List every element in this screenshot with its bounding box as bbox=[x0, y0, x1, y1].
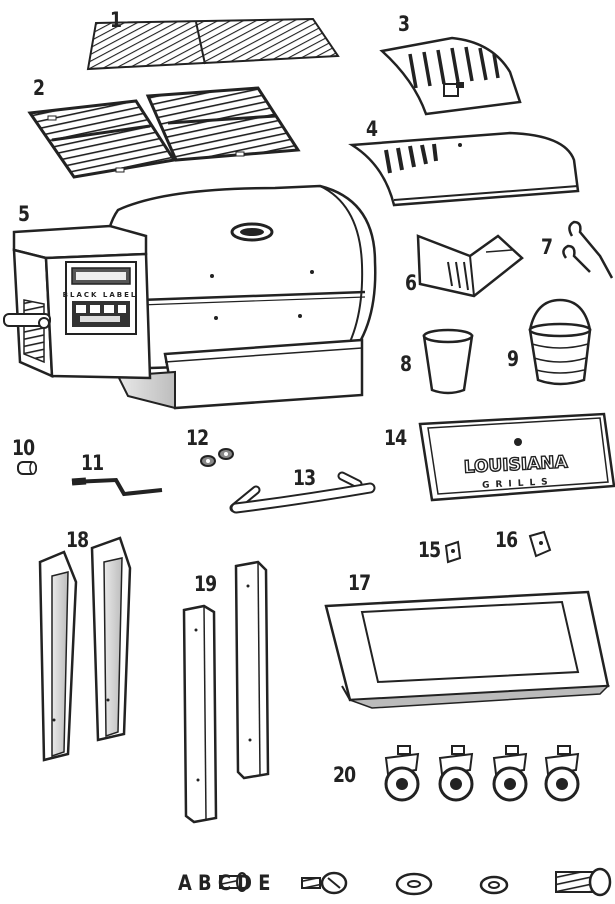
bolt-a bbox=[219, 872, 248, 892]
part-number-4: 4 bbox=[366, 117, 378, 141]
heat-baffle-illustration bbox=[348, 131, 580, 207]
part-number-3: 3 bbox=[398, 12, 410, 36]
caster bbox=[492, 745, 528, 802]
hardware-illustration bbox=[219, 867, 612, 897]
part-number-8: 8 bbox=[400, 352, 412, 376]
rear-legs-illustration bbox=[182, 560, 270, 824]
grease-chute-illustration bbox=[416, 234, 524, 298]
casters-illustration bbox=[384, 745, 580, 802]
caster bbox=[544, 745, 580, 802]
part-number-19: 19 bbox=[194, 572, 217, 596]
part-number-1: 1 bbox=[110, 8, 122, 32]
bottom-shelf-illustration bbox=[324, 590, 610, 709]
part-number-6: 6 bbox=[405, 271, 417, 295]
part-number-10: 10 bbox=[12, 436, 35, 460]
part-number-2: 2 bbox=[33, 76, 45, 100]
shelf-brackets-illustration bbox=[444, 530, 552, 564]
part-number-17: 17 bbox=[348, 571, 371, 595]
bolt-e bbox=[555, 867, 612, 897]
part-number-13: 13 bbox=[293, 466, 316, 490]
part-number-7: 7 bbox=[541, 235, 553, 259]
knob-illustration bbox=[17, 461, 37, 475]
part-number-9: 9 bbox=[507, 347, 519, 371]
front-shelf-illustration: LOUISIANA GRILLS bbox=[418, 412, 615, 502]
part-number-5: 5 bbox=[18, 202, 30, 226]
hardware-labels: A B C D E bbox=[178, 871, 271, 895]
part-number-12: 12 bbox=[186, 426, 209, 450]
grease-cup-illustration bbox=[422, 328, 474, 395]
grill-body-illustration: BLACK LABEL bbox=[3, 184, 377, 410]
controller-brand: BLACK LABEL bbox=[63, 291, 138, 299]
washer-c bbox=[395, 872, 433, 896]
cooking-grates-illustration bbox=[27, 86, 301, 179]
washers-illustration bbox=[200, 448, 234, 467]
part-number-20: 20 bbox=[333, 763, 356, 787]
slide-handle-illustration bbox=[71, 477, 163, 497]
part-number-18: 18 bbox=[66, 528, 89, 552]
caster bbox=[384, 745, 420, 802]
part-number-15: 15 bbox=[418, 538, 441, 562]
warming-rack-illustration bbox=[86, 17, 340, 71]
part-number-11: 11 bbox=[81, 451, 104, 475]
caster bbox=[438, 745, 474, 802]
lid-handle-illustration bbox=[229, 471, 376, 514]
bolt-b bbox=[301, 871, 348, 895]
hooks-illustration bbox=[562, 220, 614, 279]
part-number-14: 14 bbox=[384, 426, 407, 450]
grease-bucket-illustration bbox=[528, 298, 592, 386]
part-number-16: 16 bbox=[495, 528, 518, 552]
logo-subtext: GRILLS bbox=[482, 477, 554, 491]
front-legs-illustration bbox=[38, 536, 132, 762]
lock-washer-d bbox=[479, 875, 509, 895]
flame-broiler-illustration bbox=[379, 36, 522, 116]
